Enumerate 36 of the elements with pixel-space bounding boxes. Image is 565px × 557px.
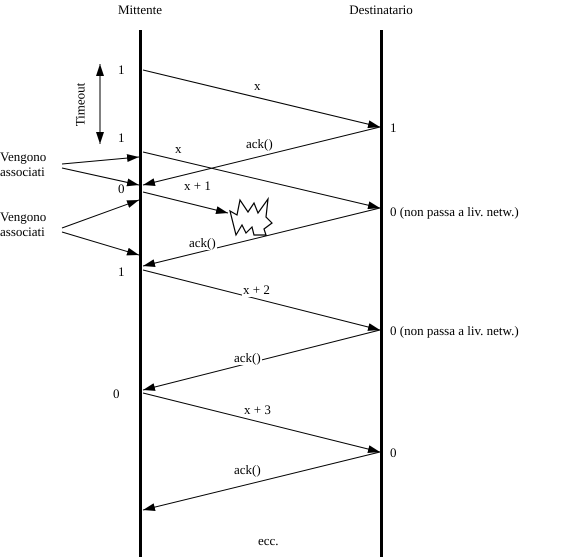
leader-line: [62, 232, 140, 256]
edge-label: ack(): [188, 235, 217, 250]
message-arrow: [142, 392, 380, 453]
message-arrow: [142, 70, 380, 128]
state-label: 0: [118, 181, 124, 196]
state-label: 0 (non passa a liv. netw.): [390, 204, 519, 219]
message-arrow: [142, 192, 228, 214]
state-label: 1: [118, 62, 124, 77]
burst-icon: [229, 196, 273, 237]
leader-line: [62, 168, 140, 186]
state-label: 1: [390, 120, 396, 135]
state-label: 0 (non passa a liv. netw.): [390, 323, 519, 338]
edge-label: ack(): [245, 136, 274, 151]
message-arrow: [142, 152, 380, 210]
message-arrow: [142, 126, 380, 186]
participant-label: Mittente: [118, 2, 162, 17]
state-label: 0: [390, 445, 396, 460]
timeout-label: Timeout: [72, 82, 88, 126]
callout-text: Vengono associati: [0, 149, 64, 179]
callout-text: Vengono associati: [0, 209, 64, 239]
message-arrow: [142, 452, 380, 512]
message-arrow: [142, 208, 380, 268]
edge-label: x + 2: [242, 282, 271, 297]
message-arrow: [142, 270, 380, 331]
edge-label: ack(): [233, 462, 262, 477]
state-label: 0: [113, 386, 120, 401]
leader-line: [62, 200, 140, 228]
message-arrow: [142, 330, 380, 391]
note-text: ecc.: [258, 533, 279, 548]
state-label: 1: [118, 130, 124, 145]
state-label: 1: [118, 264, 124, 279]
participant-label: Destinatario: [349, 2, 413, 17]
edge-label: ack(): [233, 350, 262, 365]
edge-label: x + 3: [243, 402, 272, 417]
edge-label: x + 1: [183, 178, 212, 193]
leader-line: [62, 154, 140, 164]
